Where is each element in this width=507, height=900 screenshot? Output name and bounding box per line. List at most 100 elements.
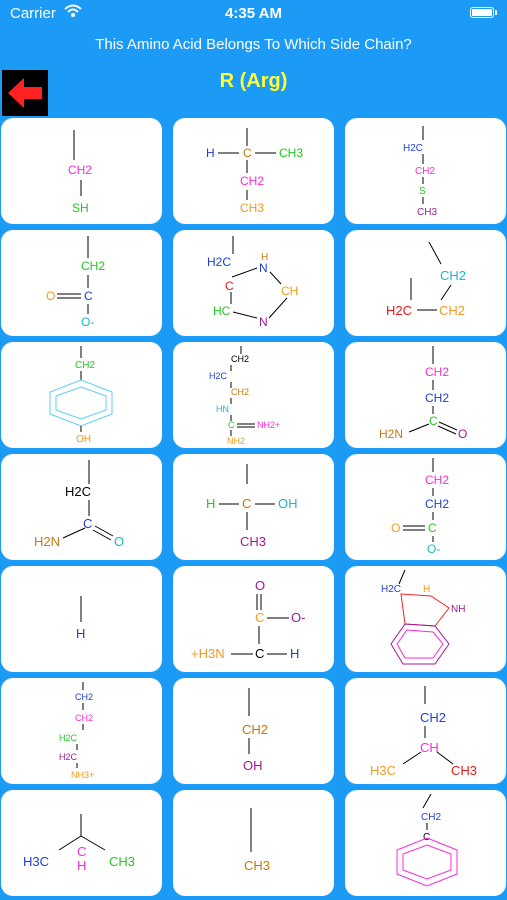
label: CH2 bbox=[68, 163, 92, 177]
label: H2C bbox=[59, 752, 78, 762]
label: CH3 bbox=[109, 854, 135, 869]
structure-asparagine: H2C C H2N O bbox=[34, 460, 124, 549]
label: C bbox=[423, 832, 430, 843]
answer-card-16[interactable]: CH2 CH2 H2C H2C NH3+ bbox=[1, 678, 162, 784]
label: N bbox=[259, 315, 268, 329]
structure-backbone: O C O- +H3N C H bbox=[191, 578, 305, 661]
structure-methionine: H2C CH2 S CH3 bbox=[403, 126, 437, 218]
label: CH2 bbox=[420, 710, 446, 725]
answer-card-13[interactable]: H bbox=[1, 566, 162, 672]
label: H bbox=[290, 646, 299, 661]
label: C bbox=[84, 289, 93, 303]
answer-card-2[interactable]: H C CH3 CH2 CH3 bbox=[173, 118, 334, 224]
structure-glycine: H bbox=[76, 596, 85, 641]
structure-tyrosine: CH2 OH bbox=[49, 346, 113, 445]
label: OH bbox=[278, 496, 298, 511]
carrier-label: Carrier bbox=[10, 5, 56, 22]
battery-icon bbox=[470, 7, 497, 18]
label: H2N bbox=[379, 427, 403, 441]
answer-card-21[interactable]: CH2 C bbox=[345, 790, 506, 896]
label: H2C bbox=[207, 255, 231, 269]
answer-card-7[interactable]: CH2 OH bbox=[1, 342, 162, 448]
structure-tryptophan: H2C H NH bbox=[381, 569, 465, 665]
answer-card-6[interactable]: CH2 H2C CH2 bbox=[345, 230, 506, 336]
structure-isoleucine: H C CH3 CH2 CH3 bbox=[206, 128, 303, 215]
label: CH2 bbox=[240, 174, 264, 188]
label: O bbox=[114, 534, 124, 549]
structure-leucine: CH2 CH H3C CH3 bbox=[370, 686, 477, 778]
label: CH2 bbox=[231, 387, 249, 397]
label: C bbox=[83, 516, 92, 531]
answer-card-4[interactable]: CH2 O C O- bbox=[1, 230, 162, 336]
answer-card-15[interactable]: H2C H NH bbox=[345, 566, 506, 672]
answer-card-10[interactable]: H2C C H2N O bbox=[1, 454, 162, 560]
answer-card-14[interactable]: O C O- +H3N C H bbox=[173, 566, 334, 672]
answer-card-1[interactable]: CH2 SH bbox=[1, 118, 162, 224]
back-arrow-icon bbox=[2, 78, 48, 120]
label: O bbox=[46, 289, 55, 303]
label: H bbox=[77, 858, 86, 873]
label: H2N bbox=[34, 534, 60, 549]
label: H3C bbox=[370, 763, 396, 778]
label: C bbox=[428, 521, 437, 535]
structure-valine: H3C C H CH3 bbox=[23, 814, 135, 873]
target-label: R (Arg) bbox=[219, 70, 288, 92]
label: NH bbox=[451, 604, 465, 615]
label: CH2 bbox=[421, 812, 441, 823]
label: N bbox=[259, 261, 268, 275]
battery-fill bbox=[472, 9, 492, 16]
label: CH2 bbox=[75, 713, 93, 723]
label: H2C bbox=[65, 484, 91, 499]
answer-card-11[interactable]: H C OH CH3 bbox=[173, 454, 334, 560]
structure-arginine: CH2 H2C CH2 HN C NH2+ NH2 bbox=[209, 346, 280, 446]
label: C bbox=[242, 496, 251, 511]
label: H bbox=[423, 584, 430, 595]
label: CH3 bbox=[279, 146, 303, 160]
label: CH3 bbox=[417, 207, 437, 218]
label: CH2 bbox=[425, 365, 449, 379]
label: CH3 bbox=[451, 763, 477, 778]
label: CH2 bbox=[439, 303, 465, 318]
structure-glutamate: CH2 CH2 O C O- bbox=[391, 458, 449, 556]
label: CH bbox=[420, 740, 439, 755]
structure-histidine: H2C H N C CH HC N bbox=[207, 236, 298, 329]
answer-card-20[interactable]: CH3 bbox=[173, 790, 334, 896]
label: CH2 bbox=[75, 692, 93, 702]
label: CH2 bbox=[440, 268, 466, 283]
label: H2C bbox=[403, 143, 423, 154]
label: CH2 bbox=[75, 360, 95, 371]
label: C bbox=[77, 844, 86, 859]
label: H bbox=[206, 496, 215, 511]
label: CH2 bbox=[242, 722, 268, 737]
label: C bbox=[228, 420, 235, 430]
label: O bbox=[391, 521, 400, 535]
answer-card-19[interactable]: H3C C H CH3 bbox=[1, 790, 162, 896]
label: C bbox=[255, 610, 264, 625]
label: SH bbox=[72, 201, 89, 215]
label: O- bbox=[291, 610, 305, 625]
answer-card-9[interactable]: CH2 CH2 C H2N O bbox=[345, 342, 506, 448]
label: NH2 bbox=[227, 436, 245, 446]
label: O bbox=[255, 578, 265, 593]
label: C bbox=[225, 279, 234, 293]
question-text: This Amino Acid Belongs To Which Side Ch… bbox=[95, 36, 412, 53]
label: CH3 bbox=[244, 858, 270, 873]
structure-threonine: H C OH CH3 bbox=[206, 464, 298, 549]
label: H bbox=[206, 146, 215, 160]
answer-card-17[interactable]: CH2 OH bbox=[173, 678, 334, 784]
label: S bbox=[419, 186, 426, 197]
answer-card-18[interactable]: CH2 CH H3C CH3 bbox=[345, 678, 506, 784]
back-button[interactable] bbox=[2, 70, 48, 116]
answer-card-8[interactable]: CH2 H2C CH2 HN C NH2+ NH2 bbox=[173, 342, 334, 448]
answer-card-12[interactable]: CH2 CH2 O C O- bbox=[345, 454, 506, 560]
structure-phenylalanine: CH2 C bbox=[396, 793, 458, 887]
label: CH2 bbox=[425, 391, 449, 405]
answer-card-5[interactable]: H2C H N C CH HC N bbox=[173, 230, 334, 336]
label: NH2+ bbox=[257, 420, 280, 430]
label: O bbox=[458, 427, 467, 441]
answer-card-3[interactable]: H2C CH2 S CH3 bbox=[345, 118, 506, 224]
label: H2C bbox=[381, 584, 401, 595]
label: H bbox=[261, 252, 268, 263]
label: C bbox=[255, 646, 264, 661]
structure-cysteine: CH2 SH bbox=[68, 130, 92, 215]
